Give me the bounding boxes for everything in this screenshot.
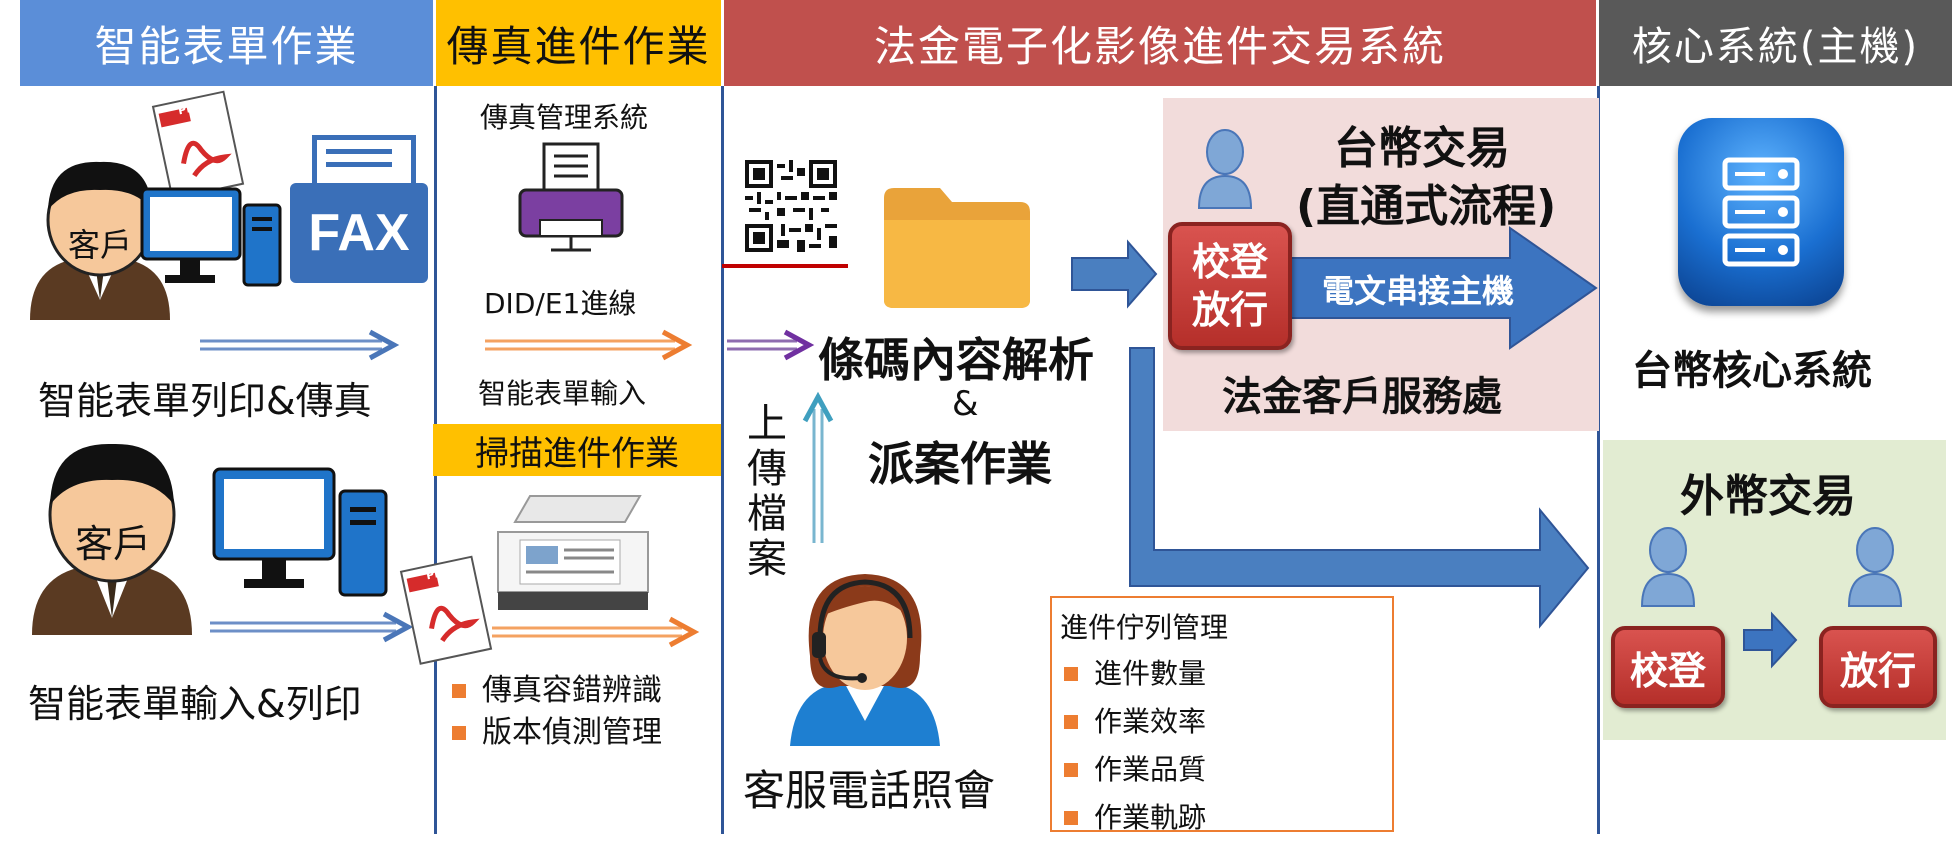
computer-icon: [212, 467, 388, 597]
upload-char: 檔: [747, 491, 787, 537]
verify-release-button: 校登 放行: [1168, 222, 1292, 350]
twd-title2: (直通式流程): [1296, 181, 1557, 232]
divider-col2: [721, 86, 724, 834]
flow-arrow-icon: [485, 329, 693, 361]
fax-machine-icon: FAX: [290, 135, 428, 283]
fx-release-label: 放行: [1839, 648, 1916, 693]
computer-icon: [140, 187, 282, 287]
header-smart-form-label: 智能表單作業: [94, 21, 359, 71]
office-label: 法金客戶服務處: [1222, 374, 1502, 420]
scanner-icon: [497, 495, 649, 610]
twd-core-label: 台幣核心系統: [1632, 348, 1872, 394]
list-item: 進件數量: [1060, 650, 1206, 698]
dispatch-label: 派案作業: [868, 437, 1052, 491]
fx-release-button: 放行: [1819, 626, 1937, 708]
queue-item-list: 進件數量 作業效率 作業品質 作業軌跡: [1060, 650, 1206, 842]
upload-char: 案: [747, 536, 787, 582]
fx-verify-button: 校登: [1611, 626, 1725, 708]
customer-avatar-icon: [32, 443, 192, 635]
user-avatar-icon: [1847, 527, 1903, 607]
upload-label: 上 傳 檔 案: [742, 402, 792, 582]
list-item: 傳真容錯辨識: [448, 670, 662, 712]
call-label: 客服電話照會: [743, 766, 996, 815]
queue-title: 進件佇列管理: [1060, 611, 1229, 644]
customer2-label: 客戶: [75, 522, 152, 566]
scan-header: 掃描進件作業: [433, 424, 721, 476]
folder-icon: [884, 188, 1030, 308]
flow2-label: 智能表單輸入&列印: [28, 682, 362, 726]
verify-release-line: 校登: [1191, 240, 1268, 284]
scan-feature-list: 傳真容錯辨識 版本偵測管理: [448, 670, 662, 754]
queue-management-box: 進件佇列管理 進件數量 作業效率 作業品質 作業軌跡: [1050, 596, 1394, 834]
route-arrows: [1071, 239, 1590, 629]
header-core-system-label: 核心系統(主機): [1631, 24, 1920, 70]
pdf-document-icon: [399, 555, 493, 665]
flow-arrow-icon: [200, 329, 400, 361]
host-link-arrow: [1281, 226, 1598, 350]
server-app-icon: [1678, 118, 1844, 306]
header-core-system: 核心系統(主機): [1599, 0, 1952, 86]
upload-arrow-icon: [802, 391, 834, 543]
upload-char: 傳: [747, 446, 787, 492]
list-item: 作業效率: [1060, 698, 1206, 746]
customer1-label: 客戶: [68, 226, 133, 264]
printer-icon: [518, 142, 624, 252]
parse-label: 條碼內容解析: [818, 333, 1094, 387]
qr-code-icon: [745, 160, 837, 252]
call-center-agent-icon: [790, 574, 940, 746]
qr-divider: [722, 264, 848, 268]
list-item: 作業品質: [1060, 746, 1206, 794]
host-link-label: 電文串接主機: [1322, 272, 1515, 310]
fx-flow-arrow-icon: [1743, 611, 1798, 669]
flow1-label: 智能表單列印&傳真: [38, 379, 372, 423]
user-avatar-icon: [1197, 129, 1253, 209]
list-item: 作業軌跡: [1060, 794, 1206, 842]
upload-char: 上: [747, 401, 787, 447]
verify-release-line: 放行: [1191, 288, 1268, 332]
amp-label: &: [952, 384, 979, 424]
customer-avatar-icon: [30, 161, 170, 320]
flow-arrow-icon: [210, 611, 414, 643]
header-smart-form: 智能表單作業: [20, 0, 433, 86]
form-input-label: 智能表單輸入: [478, 377, 647, 410]
divider-col3: [1597, 86, 1600, 834]
user-avatar-icon: [1640, 527, 1696, 607]
scan-header-label: 掃描進件作業: [475, 433, 679, 474]
fax-mgmt-label: 傳真管理系統: [480, 101, 649, 134]
line-label: DID/E1進線: [484, 287, 637, 320]
header-imaging-system-label: 法金電子化影像進件交易系統: [873, 21, 1446, 71]
fx-title: 外幣交易: [1680, 471, 1856, 522]
fax-text: FAX: [308, 204, 410, 262]
header-imaging-system: 法金電子化影像進件交易系統: [724, 0, 1596, 86]
header-fax-intake-label: 傳真進件作業: [446, 21, 711, 71]
twd-title1: 台幣交易: [1334, 123, 1510, 174]
flow-arrow-icon: [492, 616, 700, 648]
flow-arrow-icon: [727, 329, 815, 361]
header-fax-intake: 傳真進件作業: [436, 0, 721, 86]
fx-verify-label: 校登: [1629, 648, 1706, 693]
list-item: 版本偵測管理: [448, 712, 662, 754]
